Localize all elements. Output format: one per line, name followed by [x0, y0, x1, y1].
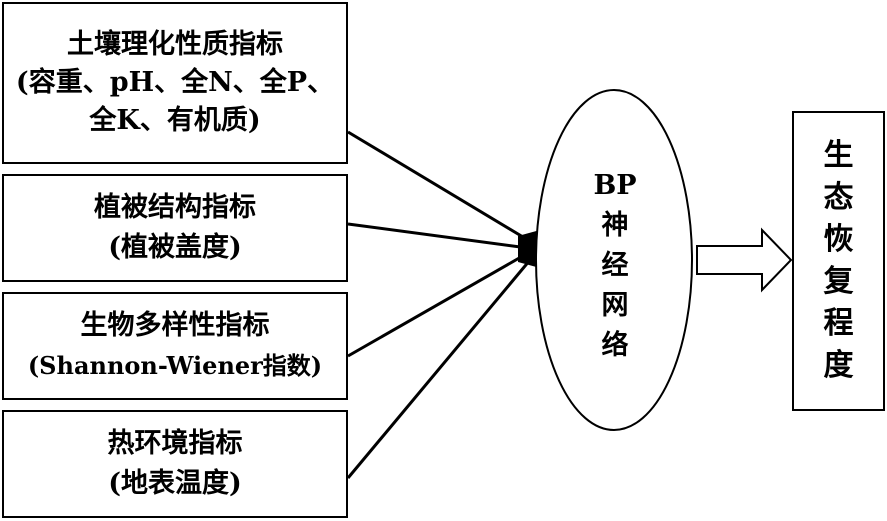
output-char: 恢: [823, 222, 854, 257]
input-thermal-box: 热环境指标 (地表温度): [2, 410, 348, 518]
bp-network-char: 络: [601, 330, 629, 361]
input-biodiversity-title: 生物多样性指标: [80, 310, 270, 341]
output-char: 程: [823, 306, 854, 341]
arrow-vegetation: [347, 222, 529, 250]
bp-network-ellipse: [535, 89, 693, 431]
input-vegetation-title: 植被结构指标: [94, 192, 256, 223]
output-char: 态: [823, 180, 854, 215]
input-soil-detail-2: 全K、有机质): [89, 105, 261, 136]
bp-network-label: BP 神 经 网 络: [560, 166, 670, 366]
bp-network-char: 神: [601, 210, 629, 241]
input-thermal-title: 热环境指标: [107, 428, 243, 459]
input-soil-title: 土壤理化性质指标: [67, 29, 283, 60]
input-vegetation-box: 植被结构指标 (植被盖度): [2, 174, 348, 282]
input-biodiversity-box: 生物多样性指标 (Shannon-Wiener指数): [2, 292, 348, 400]
arrow-biodiversity: [347, 251, 529, 358]
input-soil-box: 土壤理化性质指标 (容重、pH、全N、全P、 全K、有机质): [2, 2, 348, 164]
bp-network-char: 经: [601, 250, 629, 281]
output-ecological-restoration-box: 生 态 恢 复 程 度: [792, 111, 885, 411]
input-thermal-detail: (地表温度): [108, 468, 242, 499]
arrowhead-cluster: [518, 230, 540, 268]
bp-network-char: BP: [593, 170, 637, 201]
output-char: 复: [823, 264, 854, 299]
input-soil-detail-1: (容重、pH、全N、全P、: [15, 67, 335, 98]
arrow-soil: [347, 130, 529, 242]
bp-network-char: 网: [601, 290, 629, 321]
arrow-thermal: [346, 259, 532, 479]
input-vegetation-detail: (植被盖度): [108, 232, 242, 263]
input-biodiversity-detail: (Shannon-Wiener指数): [27, 351, 323, 380]
output-arrow: [696, 227, 793, 293]
output-char: 度: [823, 348, 854, 383]
output-char: 生: [823, 138, 854, 173]
